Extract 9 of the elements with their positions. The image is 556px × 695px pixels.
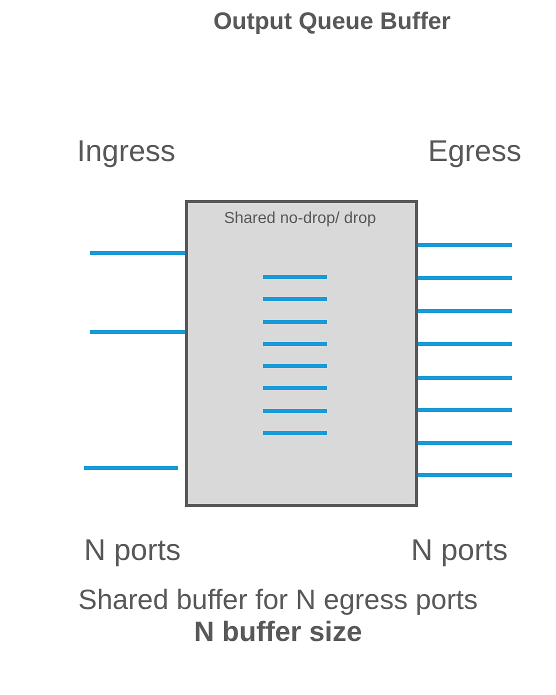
port-group-label: Egress [428,135,522,170]
diagram-title: Output Queue Buffer [212,8,452,36]
port-count-label: N ports [411,534,508,568]
buffer-size-label: N buffer size [192,616,364,648]
shared-buffer-box [185,200,418,507]
buffer-label: Shared no-drop/ drop [222,209,378,229]
port-count-label: N ports [84,534,181,568]
diagram-caption: Shared buffer for N egress ports [77,584,479,616]
port-group-label: Ingress [77,135,176,170]
